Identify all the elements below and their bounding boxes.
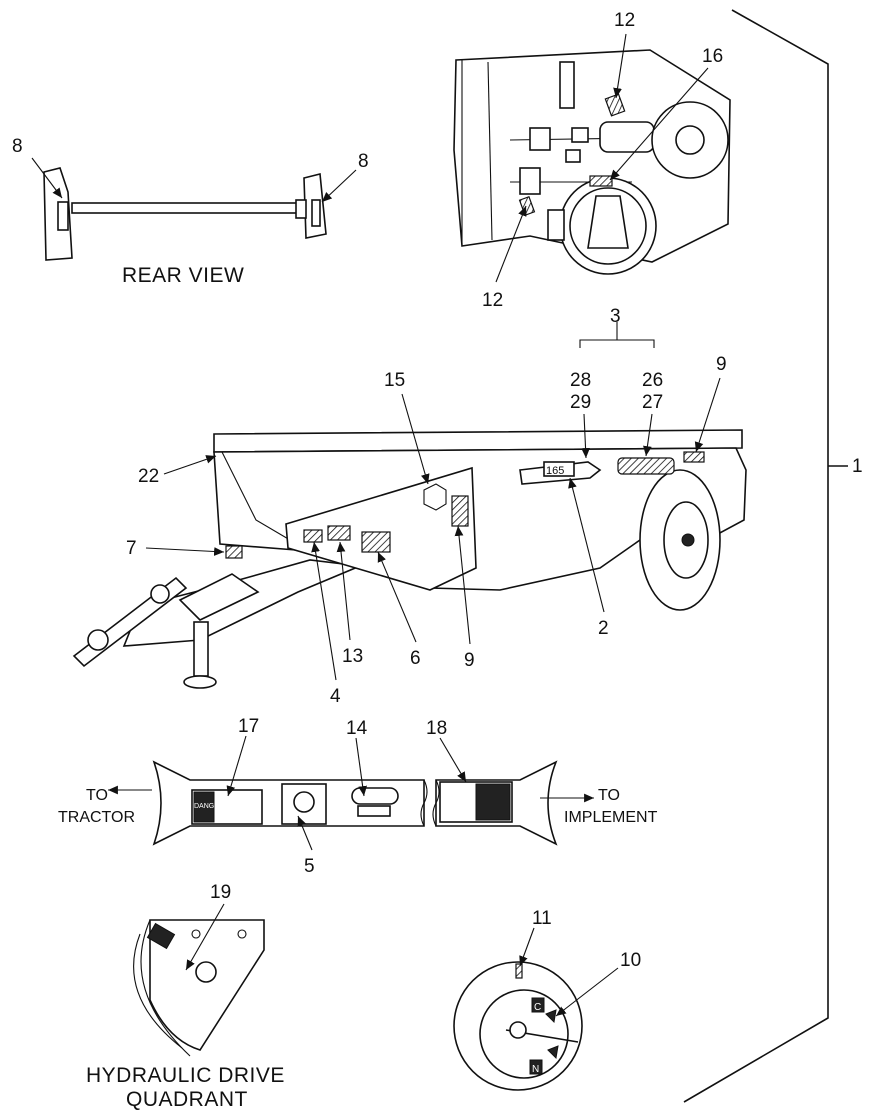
callout-10: 10 xyxy=(620,950,641,971)
callout-18: 18 xyxy=(426,718,447,739)
rear-view-illustration xyxy=(43,167,327,261)
to-tractor-line1: TO xyxy=(86,787,108,804)
assembly-bracket xyxy=(683,9,848,1103)
callout-6: 6 xyxy=(410,648,421,669)
hydraulic-quadrant-illustration xyxy=(133,919,265,1057)
callout-22: 22 xyxy=(138,466,159,487)
callout-3: 3 xyxy=(610,306,621,327)
callout-9-bottom: 9 xyxy=(464,650,475,671)
quadrant-caption-line1: HYDRAULIC DRIVE xyxy=(86,1064,285,1087)
callout-13: 13 xyxy=(342,646,363,667)
callout-8-right: 8 xyxy=(358,151,369,172)
callout-28: 28 xyxy=(570,370,591,391)
driveline-shield-illustration xyxy=(152,760,558,846)
callout-19: 19 xyxy=(210,882,231,903)
to-implement-line1: TO xyxy=(598,787,620,804)
callout-27: 27 xyxy=(642,392,663,413)
callout-29: 29 xyxy=(570,392,591,413)
callout-26: 26 xyxy=(642,370,663,391)
callout-5: 5 xyxy=(304,856,315,877)
to-implement-line2: IMPLEMENT xyxy=(564,809,658,826)
callout-15: 15 xyxy=(384,370,405,391)
danger-decal-text: DANGER xyxy=(194,803,224,810)
dial-c-label: C xyxy=(534,1002,541,1013)
spreader-illustration xyxy=(72,429,747,689)
callout-17: 17 xyxy=(238,716,259,737)
callout-4: 4 xyxy=(330,686,341,707)
control-dial-illustration xyxy=(453,961,583,1091)
callout-16: 16 xyxy=(702,46,723,67)
size-decal-label: 165 xyxy=(546,465,564,477)
callout-8-left: 8 xyxy=(12,136,23,157)
callout-14: 14 xyxy=(346,718,368,739)
drive-detail-illustration xyxy=(453,49,731,275)
rear-view-caption: REAR VIEW xyxy=(122,264,244,287)
callout-9-top: 9 xyxy=(716,354,727,375)
callout-12-top: 12 xyxy=(614,10,635,31)
callout-11: 11 xyxy=(532,908,552,929)
to-tractor-line2: TRACTOR xyxy=(58,809,135,826)
quadrant-caption-line2: QUADRANT xyxy=(126,1088,248,1110)
callout-12-bottom: 12 xyxy=(482,290,503,311)
callout-7: 7 xyxy=(126,538,137,559)
callout-1: 1 xyxy=(852,456,863,477)
callout-2: 2 xyxy=(598,618,609,639)
dial-n-label: N xyxy=(532,1064,539,1075)
